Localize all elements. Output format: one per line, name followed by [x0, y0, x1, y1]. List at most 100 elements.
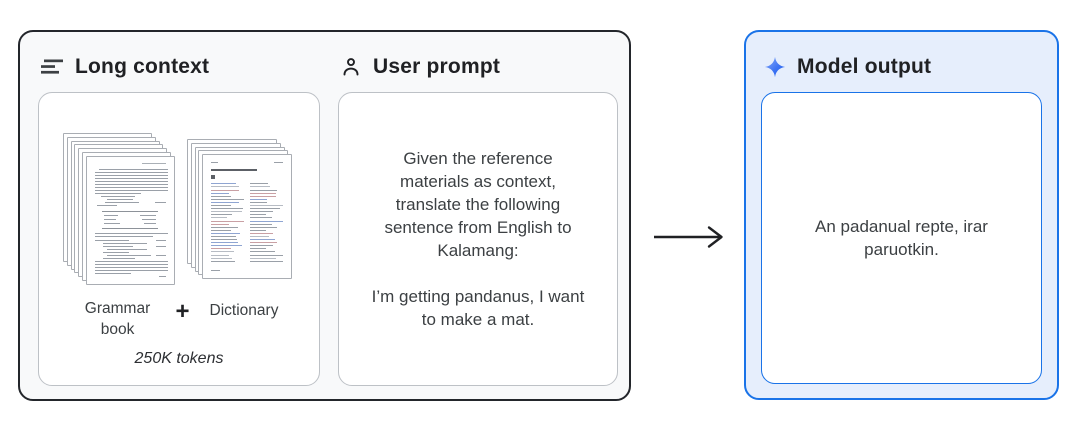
faux-text-line	[106, 248, 147, 250]
user-prompt-header: User prompt	[340, 52, 500, 82]
faux-text-line	[250, 195, 277, 197]
faux-text-line	[211, 226, 239, 228]
faux-text-line	[102, 257, 135, 259]
faux-text-line	[250, 214, 267, 216]
faux-text-line	[104, 215, 119, 217]
faux-table-row	[104, 218, 157, 222]
faux-text-line	[211, 257, 233, 259]
faux-text-line	[250, 208, 281, 210]
faux-text-line	[94, 235, 153, 237]
faux-text-line	[211, 195, 232, 197]
faux-text-line	[211, 198, 245, 200]
faux-text-line	[250, 211, 274, 213]
faux-text-line	[142, 219, 157, 221]
faux-text-line	[211, 211, 243, 213]
model-output-header: Model output	[764, 52, 931, 82]
faux-text-line	[211, 260, 236, 262]
faux-text-line	[250, 257, 277, 259]
faux-text-line	[211, 239, 238, 241]
person-icon	[340, 56, 362, 78]
long-context-section: Long context Grammar book + Dictionary 2…	[38, 32, 320, 399]
faux-text-row	[95, 245, 166, 247]
grammar-book-label: Grammar book	[84, 300, 151, 338]
faux-text-line	[250, 186, 271, 188]
faux-text-line	[96, 204, 117, 206]
faux-page-header	[211, 162, 284, 164]
faux-text-line	[274, 162, 284, 164]
faux-text-line	[102, 242, 147, 244]
faux-text-line	[158, 275, 166, 277]
long-context-title: Long context	[75, 55, 210, 78]
faux-text-line	[155, 239, 166, 241]
faux-text-line	[250, 205, 284, 207]
faux-text-line	[250, 242, 278, 244]
model-output-title: Model output	[797, 55, 932, 78]
faux-text-row	[94, 239, 166, 241]
dictionary-stack	[187, 139, 293, 280]
faux-text-line	[250, 198, 268, 200]
dictionary-page-content	[211, 162, 284, 272]
faux-text-line	[211, 205, 232, 207]
faux-text-line	[94, 239, 129, 241]
faux-text-line	[94, 272, 131, 274]
faux-text-row	[95, 254, 166, 256]
faux-text-line	[94, 232, 168, 234]
faux-text-line	[211, 232, 241, 234]
faux-text-line	[250, 226, 278, 228]
faux-text-line	[211, 245, 243, 247]
plus-sign: +	[175, 298, 190, 325]
faux-text-line	[94, 266, 168, 268]
faux-text-line	[94, 180, 168, 182]
lines-icon	[40, 57, 64, 77]
faux-text-line	[94, 174, 168, 176]
faux-text-line	[155, 254, 166, 256]
faux-text-line	[211, 223, 230, 225]
faux-text-line	[100, 195, 135, 197]
faux-text-line	[154, 201, 166, 203]
faux-text-line	[211, 162, 219, 164]
faux-text-line	[94, 263, 168, 265]
faux-text-line	[250, 251, 276, 253]
user-prompt-box: Given the reference materials as context…	[338, 92, 618, 386]
faux-text-row	[95, 201, 166, 203]
faux-title-line	[211, 169, 258, 172]
faux-text-line	[106, 254, 151, 256]
faux-text-line	[94, 192, 141, 194]
model-output-text: An padanual repte, irar paruotkin.	[815, 217, 988, 259]
faux-word-column	[211, 183, 245, 263]
token-count-label: 250K tokens	[134, 350, 224, 367]
faux-text-line	[211, 192, 230, 194]
faux-text-line	[250, 220, 284, 222]
faux-text-line	[211, 217, 228, 219]
faux-text-line	[250, 189, 278, 191]
faux-text-line	[250, 192, 277, 194]
faux-text-line	[140, 215, 157, 217]
document-page-front	[85, 155, 175, 285]
faux-text-line	[211, 248, 232, 250]
faux-text-line	[155, 245, 166, 247]
faux-table-row	[104, 222, 157, 226]
faux-letter-block	[211, 175, 216, 180]
faux-word-columns	[211, 183, 284, 263]
faux-text-line	[211, 270, 221, 272]
faux-text-line	[250, 201, 268, 203]
model-output-box: An padanual repte, irar paruotkin.	[761, 92, 1042, 384]
faux-text-line	[250, 217, 273, 219]
faux-text-line	[211, 186, 240, 188]
input-panel: Long context Grammar book + Dictionary 2…	[18, 30, 631, 401]
grammar-page-content	[94, 162, 168, 277]
context-documents-box: Grammar book + Dictionary 250K tokens	[38, 92, 320, 386]
faux-text-line	[250, 235, 270, 237]
faux-text-line	[94, 171, 168, 173]
faux-text-line	[98, 168, 168, 170]
faux-text-line	[211, 189, 240, 191]
faux-text-line	[250, 183, 269, 185]
faux-text-line	[211, 251, 235, 253]
faux-text-line	[94, 177, 168, 179]
grammar-book-stack	[63, 133, 176, 286]
faux-text-line	[94, 260, 168, 262]
faux-text-line	[250, 223, 273, 225]
faux-text-line	[94, 269, 168, 271]
faux-text-line	[94, 189, 168, 191]
